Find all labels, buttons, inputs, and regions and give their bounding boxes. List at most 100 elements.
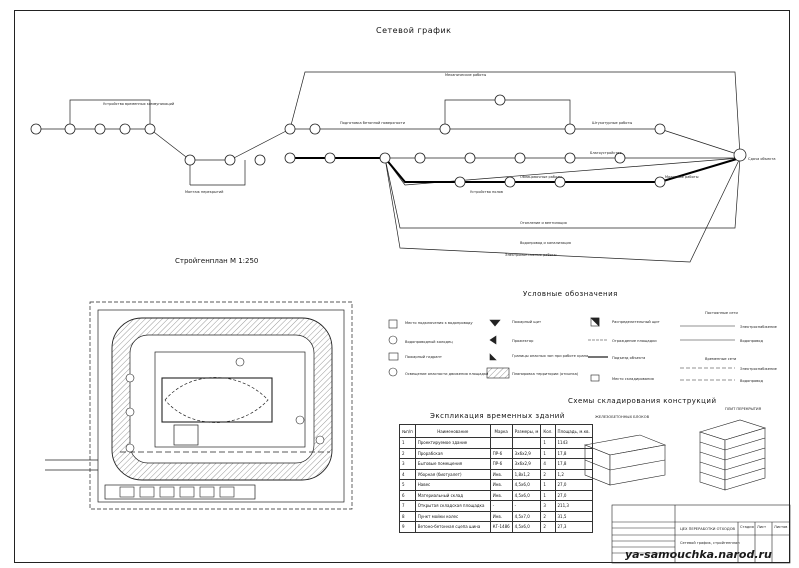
edge-label: Механические работы xyxy=(445,73,486,77)
spec-header: Площадь, м.кв. xyxy=(554,424,593,438)
edge-label: Устройство временных коммуникаций xyxy=(103,102,174,106)
network-node xyxy=(414,152,426,164)
spec-header-row: №п/п Наименование Марка Размеры, м Кол. … xyxy=(399,424,593,438)
stamp-text: Сетевой график, стройгенплан xyxy=(680,541,740,545)
network-node xyxy=(379,152,391,164)
scheme-left-label: ЖЕЛЕЗОБЕТОННЫХ БЛОКОВ xyxy=(595,415,650,419)
plan-marker xyxy=(235,357,245,367)
plan-marker xyxy=(295,415,305,425)
temp-building xyxy=(219,486,235,498)
legend-label: Пожарный гидрант xyxy=(405,355,442,359)
stamp-text: ЦЕХ ПЕРЕРАБОТКИ ОТХОДОВ xyxy=(680,527,736,531)
spec-title: Экспликация временных зданий xyxy=(430,412,565,420)
network-node xyxy=(144,123,156,135)
stamp-col: Листов xyxy=(774,525,787,529)
network-node xyxy=(309,123,321,135)
edge-label: Штукатурные работы xyxy=(592,121,632,125)
network-node xyxy=(94,123,106,135)
legend-label: Ограждение площадки xyxy=(612,339,657,343)
network-node xyxy=(284,123,296,135)
plan-marker xyxy=(125,443,135,453)
edge-label: Водопровод и канализация xyxy=(520,241,571,245)
network-node xyxy=(614,152,626,164)
scheme-right-label: ПЛИТ ПЕРЕКРЫТИЯ xyxy=(725,407,762,411)
network-node xyxy=(119,123,131,135)
legend-label: Водопроводный колодец xyxy=(405,340,453,344)
legend-label: Планировка территории (отсыпка) xyxy=(512,372,579,376)
edge-label: Отопление и вентиляция xyxy=(520,221,567,225)
plan-marker xyxy=(315,435,325,445)
legend-label: Границы опасных зон при работе крана xyxy=(512,354,588,358)
network-node xyxy=(184,154,196,166)
stamp-col: Лист xyxy=(757,525,766,529)
temp-building xyxy=(119,486,135,498)
drawing-frame xyxy=(14,10,790,563)
network-node xyxy=(564,123,576,135)
network-node xyxy=(554,176,566,188)
network-node xyxy=(324,152,336,164)
stamp-col: Стадия xyxy=(740,525,754,529)
network-final-node xyxy=(733,148,747,162)
network-node xyxy=(564,152,576,164)
legend-label: Постоянные сети xyxy=(705,311,739,315)
network-node xyxy=(224,154,236,166)
legend-label: Водопровод xyxy=(740,339,763,343)
spec-table: №п/п Наименование Марка Размеры, м Кол. … xyxy=(399,424,593,533)
edge-label: Монтаж перекрытий xyxy=(185,190,223,194)
schemes-title: Схемы складирования конструкций xyxy=(568,397,717,405)
legend-label: Электроснабжение xyxy=(740,367,778,371)
edge-label: Подготовка бетонной поверхности xyxy=(340,121,405,125)
plan-marker xyxy=(125,373,135,383)
plan-title: Стройгенплан М 1:250 xyxy=(175,257,259,265)
edge-label: Благоустройство xyxy=(590,151,622,155)
legend-title: Условные обозначения xyxy=(523,290,618,298)
temp-building xyxy=(159,486,175,498)
temp-building xyxy=(199,486,215,498)
network-node xyxy=(254,154,266,166)
network-node xyxy=(30,123,42,135)
watermark: ya-samouchka.narod.ru xyxy=(625,548,772,561)
legend-label: Место подключения к водопроводу xyxy=(405,321,474,325)
spec-header: Марка xyxy=(489,424,513,438)
legend-label: Подъезд объекта xyxy=(612,356,645,360)
edge-label: Устройство полов xyxy=(470,190,503,194)
legend-label: Электроснабжение xyxy=(740,325,778,329)
network-node xyxy=(494,94,506,106)
legend-label: Пожарный щит xyxy=(512,320,541,324)
legend-label: Освещение опасности движения площадки xyxy=(405,372,489,376)
plan-marker xyxy=(125,407,135,417)
network-node xyxy=(464,152,476,164)
network-node xyxy=(64,123,76,135)
network-node xyxy=(654,176,666,188)
network-node xyxy=(284,152,296,164)
final-label: Сдача объекта xyxy=(748,157,776,161)
edge-label: Облицовочные работы xyxy=(520,175,562,179)
legend-label: Временные сети xyxy=(705,357,737,361)
network-node xyxy=(504,176,516,188)
edge-label: Малярные работы xyxy=(665,175,699,179)
legend-label: Место складирования xyxy=(612,377,654,381)
spec-header: Кол. xyxy=(540,424,556,438)
temp-building xyxy=(179,486,195,498)
network-node xyxy=(439,123,451,135)
network-node xyxy=(654,123,666,135)
network-title: Сетевой график xyxy=(376,26,452,35)
network-node xyxy=(514,152,526,164)
network-node xyxy=(454,176,466,188)
legend-label: Распределительный щит xyxy=(612,320,660,324)
legend-label: Прожектор xyxy=(512,339,534,343)
spec-header: Наименование xyxy=(414,424,491,438)
temp-building xyxy=(139,486,155,498)
edge-label: Электромонтажные работы xyxy=(505,253,557,257)
legend-label: Водопровод xyxy=(740,379,763,383)
network-nodes xyxy=(30,94,747,188)
